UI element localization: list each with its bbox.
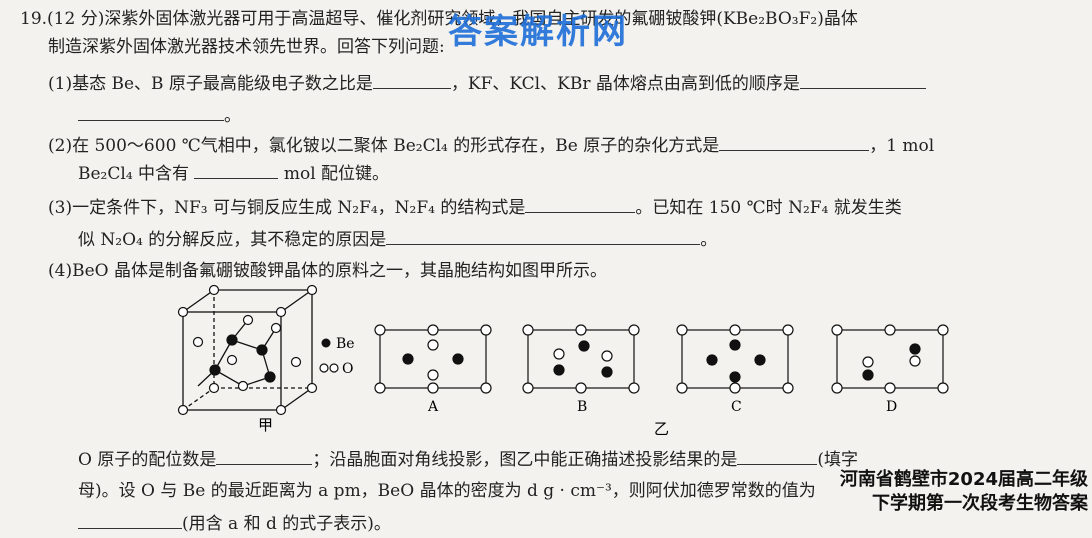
part-2: (2)在 500～600 ℃气相中，氯化铍以二聚体 Be₂Cl₄ 的形式存在，B… xyxy=(48,136,935,156)
cube-atoms xyxy=(177,284,318,416)
label-a: A xyxy=(427,399,439,415)
part-4-q1: O 原子的配位数是；沿晶胞面对角线投影，图乙中能正确描述投影结果的是(填字 xyxy=(78,450,858,470)
caption-yi: 乙 xyxy=(654,420,669,438)
unit-cell-jia xyxy=(182,289,313,411)
corner-caption: 河南省鹤壁市2024届高二年级 下学期第一次段考生物答案 xyxy=(839,468,1088,516)
part-4-q3: (用含 a 和 d 的式子表示)。 xyxy=(78,512,391,535)
legend-o-label: O xyxy=(342,361,353,377)
crystal-figure: Be O A B C D xyxy=(177,284,949,438)
legend: Be O xyxy=(319,336,355,377)
option-a xyxy=(374,324,492,394)
question-header: 19.(12 分)深紫外固体激光器可用于高温超导、催化剂研究领域，我国自主研发的… xyxy=(20,9,858,29)
part-3-cont: 似 N₂O₄ 的分解反应，其不稳定的原因是。 xyxy=(78,230,718,250)
corner-line-2: 下学期第一次段考生物答案 xyxy=(872,493,1088,514)
option-b xyxy=(522,324,640,394)
option-c xyxy=(676,324,794,394)
label-d: D xyxy=(886,399,897,415)
part-4-q2: 母)。设 O 与 Be 的最近距离为 a pm，BeO 晶体的密度为 d g ·… xyxy=(78,481,816,501)
part-1-cont: 。 xyxy=(78,104,241,127)
corner-line-1: 河南省鹤壁市2024届高二年级 xyxy=(839,469,1088,490)
caption-jia: 甲 xyxy=(258,416,273,434)
label-c: C xyxy=(731,399,742,415)
label-b: B xyxy=(577,399,587,415)
part-1: (1)基态 Be、B 原子最高能级电子数之比是，KF、KCl、KBr 晶体熔点由… xyxy=(48,72,926,95)
option-d xyxy=(831,324,949,394)
watermark: 答案解析网 xyxy=(448,12,628,52)
part-3: (3)一定条件下，NF₃ 可与铜反应生成 N₂F₄，N₂F₄ 的结构式是。已知在… xyxy=(48,198,902,218)
part-2-cont: Be₂Cl₄ 中含有 mol 配位键。 xyxy=(78,164,390,184)
part-4: (4)BeO 晶体是制备氟硼铍酸钾晶体的原料之一，其晶胞结构如图甲所示。 xyxy=(48,261,607,281)
question-intro: 制造深紫外固体激光器技术领先世界。回答下列问题: xyxy=(48,37,445,57)
legend-be-label: Be xyxy=(336,336,355,352)
